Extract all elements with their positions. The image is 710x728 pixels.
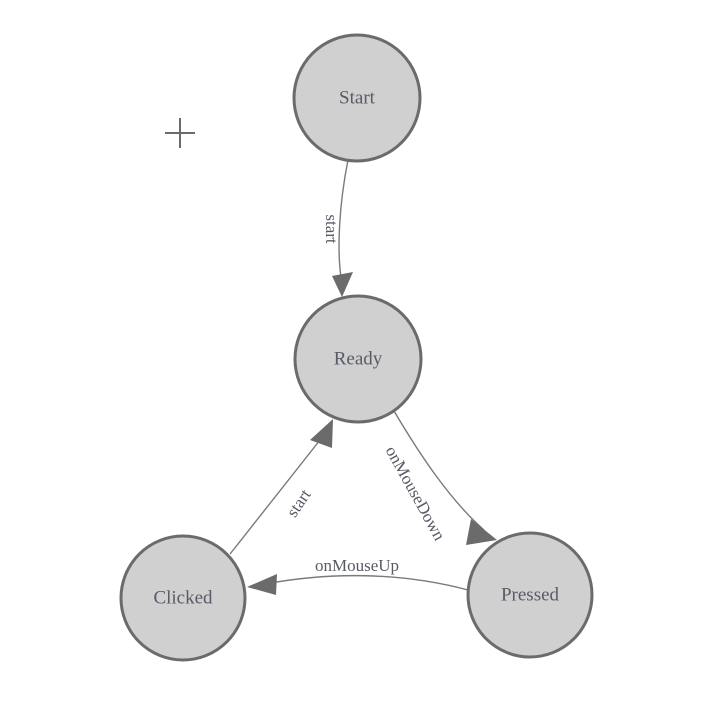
edge-clicked-to-ready[interactable]: start (229, 419, 333, 555)
node-start[interactable]: Start (292, 33, 422, 163)
edge-ready-to-pressed[interactable]: onMouseDown (382, 410, 497, 545)
node-pressed-circle[interactable] (466, 531, 594, 659)
edge-start-to-ready[interactable]: start (322, 159, 353, 297)
edge-pressed-to-clicked-path (264, 574, 469, 591)
node-ready-label: Ready (334, 348, 383, 369)
node-clicked[interactable]: Clicked (119, 534, 247, 662)
node-start-circle[interactable] (292, 33, 422, 163)
edge-start-to-ready-path (338, 159, 349, 278)
edge-label-start-to-ready: start (322, 214, 341, 244)
node-pressed-label: Pressed (501, 584, 560, 605)
edge-clicked-to-ready-path (229, 439, 321, 555)
edge-start-to-ready-arrowhead (332, 272, 353, 297)
edge-pressed-to-clicked-arrowhead (247, 574, 277, 595)
node-pressed[interactable]: Pressed (466, 531, 594, 659)
node-clicked-label: Clicked (153, 587, 213, 608)
node-ready[interactable]: Ready (293, 294, 423, 424)
edge-clicked-to-ready-arrowhead (310, 419, 333, 448)
node-clicked-circle[interactable] (119, 534, 247, 662)
edge-label-pressed-to-clicked: onMouseUp (315, 556, 399, 575)
edge-pressed-to-clicked[interactable]: onMouseUp (247, 556, 469, 595)
edge-ready-to-pressed-arrowhead (466, 519, 497, 545)
edge-ready-to-pressed-path (393, 410, 485, 531)
crosshair-marker[interactable] (165, 118, 195, 148)
node-start-label: Start (339, 87, 376, 108)
edge-label-clicked-to-ready: start (283, 485, 315, 520)
edge-label-ready-to-pressed: onMouseDown (382, 443, 450, 544)
node-ready-circle[interactable] (293, 294, 423, 424)
